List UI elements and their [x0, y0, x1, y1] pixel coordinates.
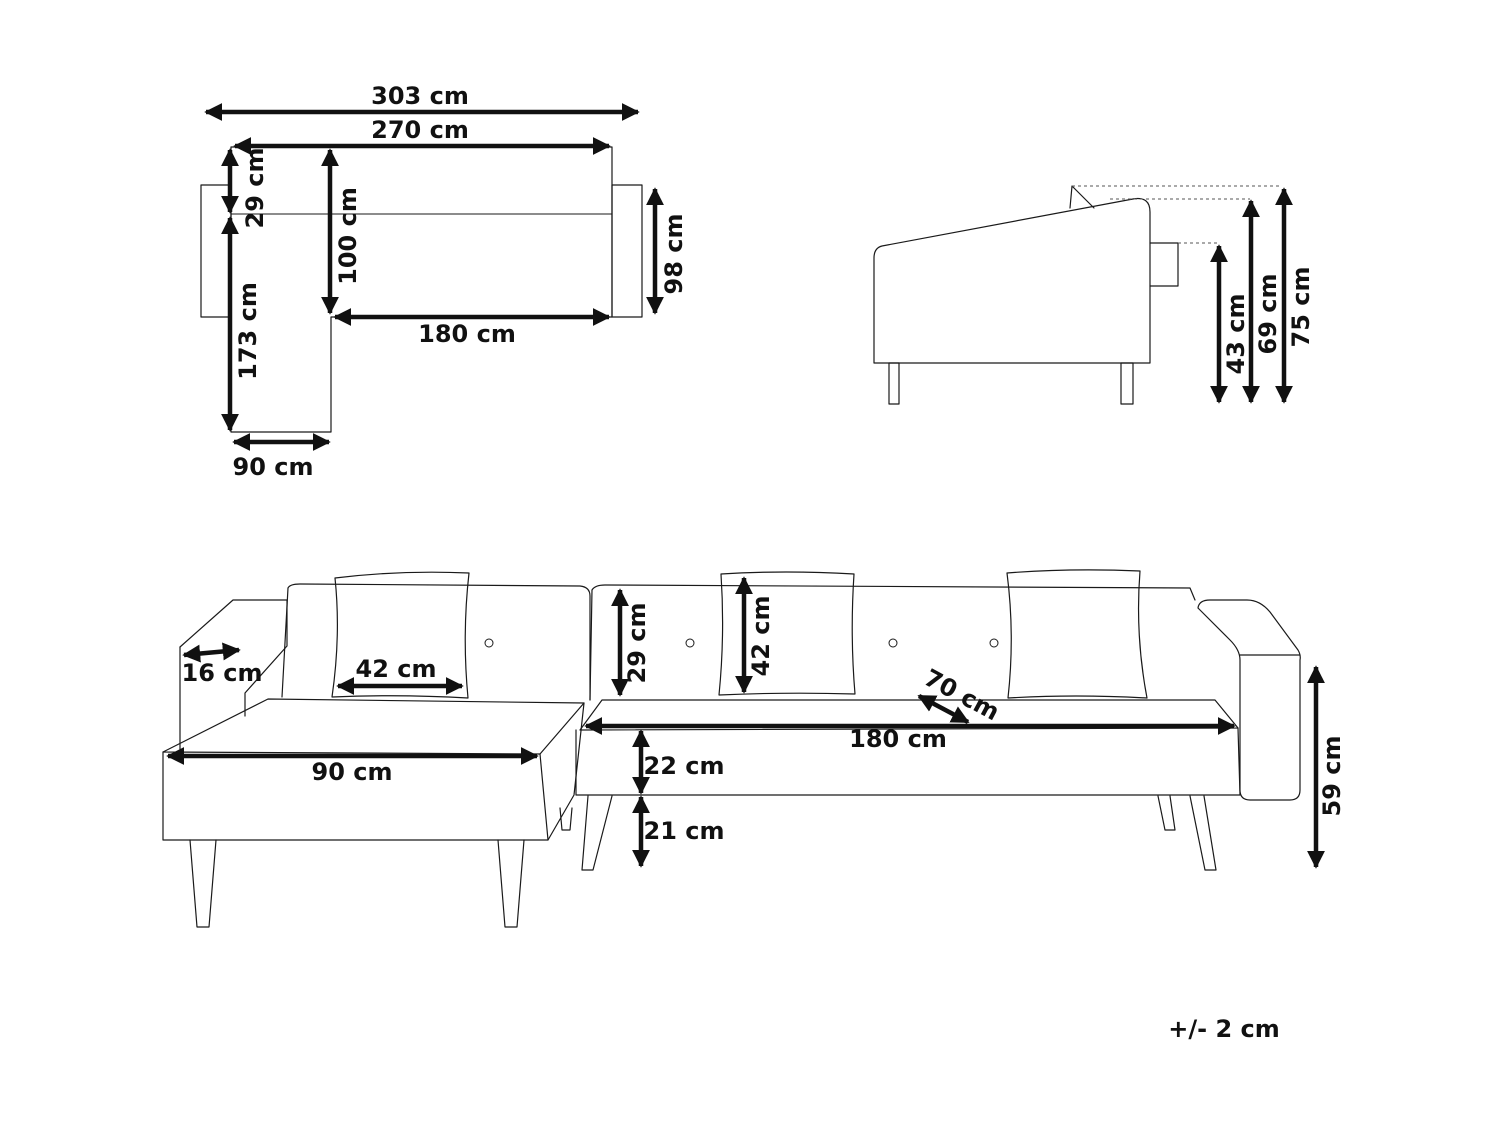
- dim-98-label: 98 cm: [660, 214, 688, 295]
- dim-75-label: 75 cm: [1287, 267, 1315, 348]
- dim-100-label: 100 cm: [334, 187, 362, 285]
- plan-view: 303 cm 270 cm 29 cm 100 cm 98 cm 180 cm …: [200, 82, 688, 481]
- dim-42-cushion-width-label: 42 cm: [356, 655, 437, 683]
- side-view: 43 cm 69 cm 75 cm: [873, 185, 1315, 405]
- tolerance-note: +/- 2 cm: [1168, 1015, 1279, 1043]
- dim-59-label: 59 cm: [1318, 736, 1346, 817]
- dim-22-label: 22 cm: [644, 752, 725, 780]
- dim-90-front-label: 90 cm: [312, 758, 393, 786]
- side-outline: [873, 185, 1282, 405]
- dim-270-label: 270 cm: [371, 116, 469, 144]
- dim-16-label: 16 cm: [182, 659, 263, 687]
- dim-29-plan-label: 29 cm: [241, 148, 269, 229]
- front-outline: [162, 569, 1301, 928]
- dim-180-plan-label: 180 cm: [418, 320, 516, 348]
- dim-69-label: 69 cm: [1254, 274, 1282, 355]
- plan-outline: [200, 146, 643, 433]
- front-view: 16 cm 42 cm 29 cm 42 cm 70 cm 180 cm 90 …: [162, 569, 1346, 928]
- dim-29-front-label: 29 cm: [623, 603, 651, 684]
- dim-21-label: 21 cm: [644, 817, 725, 845]
- dim-90-plan-label: 90 cm: [233, 453, 314, 481]
- dim-180-front-label: 180 cm: [849, 725, 947, 753]
- dim-42-cushion-height-label: 42 cm: [747, 596, 775, 677]
- dim-173-label: 173 cm: [234, 282, 262, 380]
- dim-43-label: 43 cm: [1222, 294, 1250, 375]
- dim-16-arrow: [182, 642, 241, 663]
- dim-303-label: 303 cm: [371, 82, 469, 110]
